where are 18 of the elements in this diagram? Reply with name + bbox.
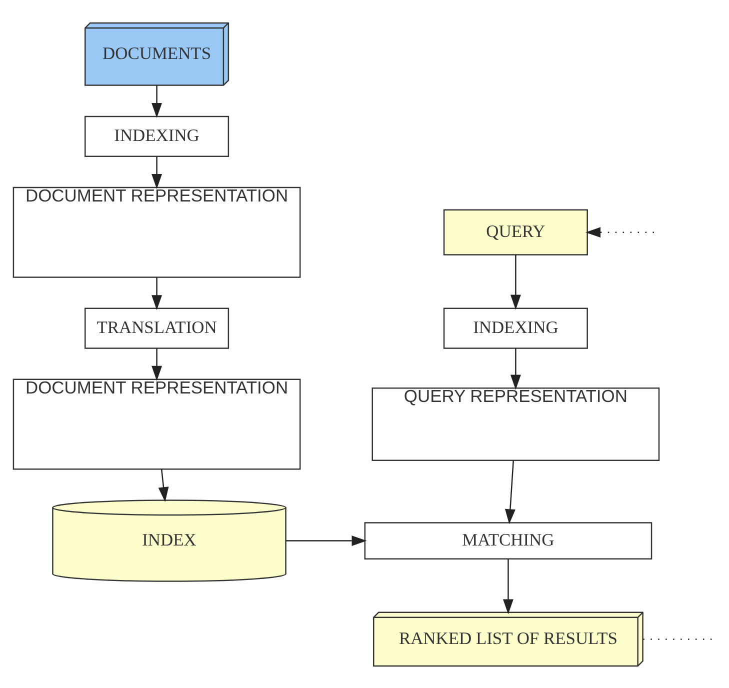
arrow [152,277,162,310]
arrow [504,460,516,524]
arrow [152,156,162,188]
arrow [152,348,162,380]
node-box: QUERY [443,208,588,255]
node-box: DOCUMENT REPRESENTATION [12,186,301,278]
node-box: MATCHING [364,522,652,559]
node-box: DOCUMENT REPRESENTATION [12,378,301,470]
node-box: QUERY REPRESENTATION [372,387,660,461]
arrow [158,468,169,502]
arrow [502,558,514,614]
node-box: INDEXING [443,307,588,348]
node-box: TRANSLATION [84,307,230,348]
arrow [152,85,162,118]
arrow [510,348,521,390]
arrow [286,535,367,546]
node-box: INDEXING [84,115,230,156]
arrow [510,254,521,310]
